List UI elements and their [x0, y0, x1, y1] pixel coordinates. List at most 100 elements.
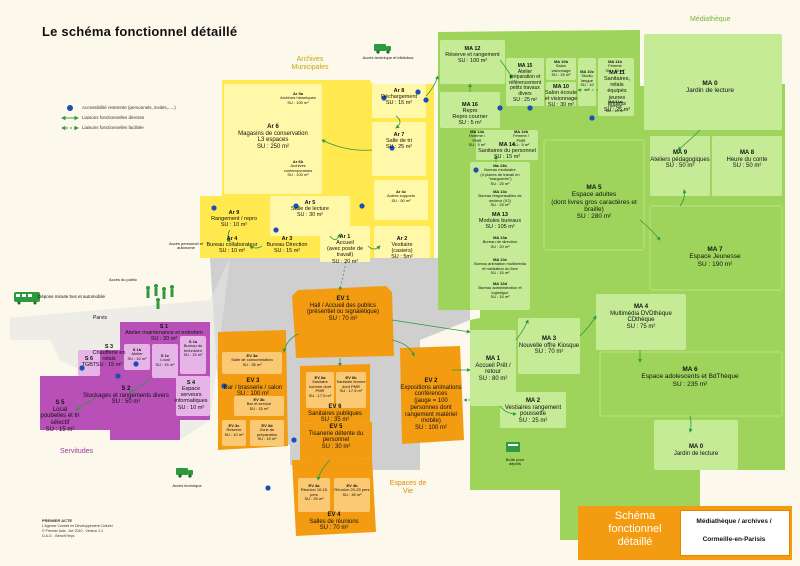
room-code: Ar 9 — [228, 210, 240, 216]
room-text: SU : 5m² — [391, 254, 413, 261]
room-text: SU : 10 m² — [220, 222, 248, 229]
room-code: Ar 5a — [292, 91, 303, 96]
room-text: SU : 100 m² — [236, 391, 269, 398]
link-ma0-ma5 — [677, 129, 701, 151]
room-code: MA 10b — [553, 59, 569, 64]
legend-key-icon — [67, 105, 73, 111]
link-ar7-ar6 — [321, 139, 373, 151]
room-code: Ar 6 — [267, 124, 279, 130]
key-icons — [79, 89, 595, 491]
footer-line-2: D.A.O. : Benoît Heyz — [42, 534, 75, 538]
room-ev3b — [234, 396, 284, 416]
room-text: SU : 25 m² — [490, 202, 510, 208]
room-text: Salle de consommation — [231, 357, 273, 363]
room-ev6a — [306, 372, 334, 408]
access-boite: Boîte pour dépôts — [505, 457, 525, 467]
room-text: SU : 15 m² — [385, 100, 413, 107]
room-text: Archives historiques — [280, 95, 316, 101]
room-text: Ateliers pédagogiques — [650, 156, 710, 163]
room-text: SU : 190 m² — [697, 260, 733, 268]
functional-links — [75, 59, 701, 481]
room-text: (avec poste de travail) — [326, 246, 364, 259]
access-depose: Dépose minute bus et automobile — [38, 294, 106, 299]
room-ma6 — [599, 351, 783, 417]
zone-label-espaces-vie: Espaces de Vie — [389, 480, 427, 495]
room-text: SU : 105 m² — [485, 224, 515, 231]
room-text: Heure du conte — [726, 156, 768, 163]
room-text: équipés jeunes enfants — [607, 88, 627, 107]
room-text: SU : 50 m² — [391, 197, 411, 203]
room-code: S 1c — [160, 353, 170, 358]
room-ma15 — [506, 58, 544, 106]
room-text: Salles de réunions — [309, 518, 359, 525]
room-s1c — [152, 344, 178, 378]
room-code: MA 13 — [492, 212, 508, 218]
room-text: Salle de tri — [386, 138, 412, 145]
room-code: EV 4a — [308, 483, 320, 488]
access-parvis: Parvis — [93, 315, 107, 321]
legend-item-restricted: Accessibilité restreinte (personnels, in… — [82, 105, 176, 110]
room-text: SU : 30 m² — [547, 102, 575, 109]
room-ar6 — [224, 84, 322, 194]
room-ev3a — [222, 352, 282, 374]
room-text: SU : 20 m² — [150, 336, 178, 343]
room-text: SU : 20 m² — [490, 243, 510, 249]
room-ma4 — [596, 294, 686, 350]
room-code: MA 11a — [608, 99, 622, 104]
room-text: Espace Jeunesse — [689, 253, 741, 261]
ev2-block — [400, 346, 464, 444]
key-icon — [473, 167, 479, 173]
room-code: MA 2 — [525, 398, 541, 404]
facilitated-links — [338, 88, 598, 402]
room-code: MA 6 — [682, 366, 698, 373]
room-text: (jauge = 100 personnes dont rangement ma… — [405, 398, 457, 425]
room-code: MA 15 — [517, 63, 533, 69]
zone-servitudes — [40, 322, 210, 440]
room-text: Sanitaires, relais — [604, 76, 630, 89]
room-ma0-top — [644, 34, 782, 130]
room-text: SU : 25 m² — [513, 96, 537, 103]
room-text: SU : 15 m² — [249, 405, 269, 411]
room-code: Ar 6b — [292, 159, 304, 164]
room-text: (présentiel ou signalétique) — [306, 309, 380, 316]
room-text: Bureau administration et logistique — [478, 285, 522, 295]
room-code: MA 13e — [493, 257, 507, 262]
room-code: S 2 — [121, 386, 131, 392]
room-text: SU : 45 m² — [342, 491, 362, 497]
room-code: Ar 3 — [281, 236, 293, 242]
room-text: Femme / PMR — [513, 133, 529, 143]
room-text: Sanitaire homme dont PMR — [308, 379, 332, 394]
zone-mediatheque — [438, 30, 785, 540]
key-icon — [265, 485, 271, 491]
room-code: EV 6 — [328, 404, 342, 410]
room-ma7 — [649, 205, 783, 291]
link-ar3-ar4 — [249, 245, 263, 250]
room-code: EV 6a — [314, 375, 326, 380]
room-text: SU : 5 m² — [458, 120, 482, 127]
room-code: S 3 — [104, 344, 114, 350]
room-text: SU : 15 m² — [273, 248, 301, 255]
room-text: Repro — [462, 108, 478, 115]
